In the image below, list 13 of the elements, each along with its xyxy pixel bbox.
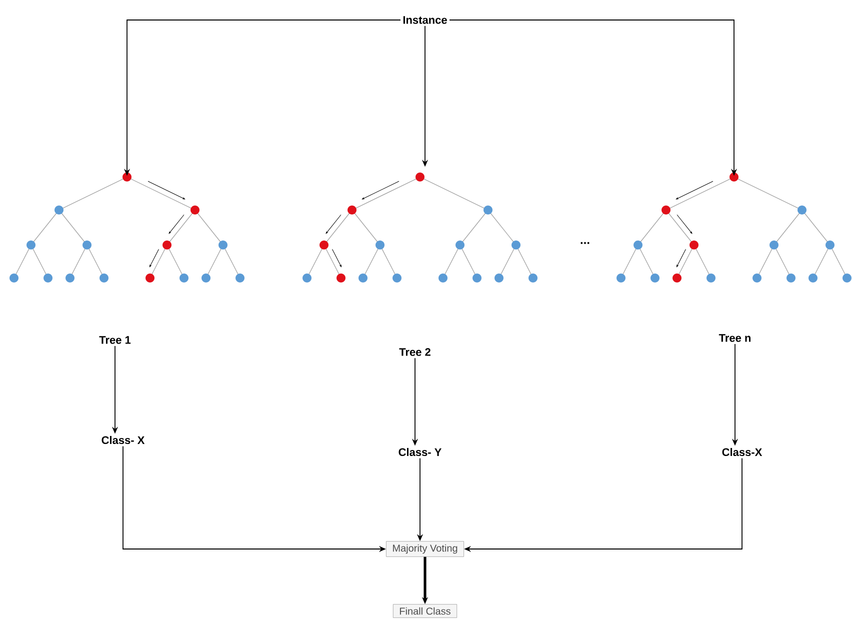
tree-drawing bbox=[302, 172, 538, 282]
node-label: Class-X bbox=[722, 448, 762, 456]
process-box: Majority Voting bbox=[386, 541, 464, 557]
node-label: Class- X bbox=[102, 436, 145, 444]
ellipsis: ... bbox=[580, 242, 590, 244]
tree-drawing bbox=[616, 172, 852, 282]
node-label: Tree 1 bbox=[99, 336, 131, 344]
node-label: Tree n bbox=[718, 334, 751, 342]
tree-drawing bbox=[10, 172, 244, 282]
node-label: Tree 2 bbox=[399, 348, 430, 356]
process-box: Finall Class bbox=[392, 604, 458, 618]
node-label: Class- Y bbox=[398, 448, 442, 456]
node-label: Instance bbox=[403, 16, 447, 24]
